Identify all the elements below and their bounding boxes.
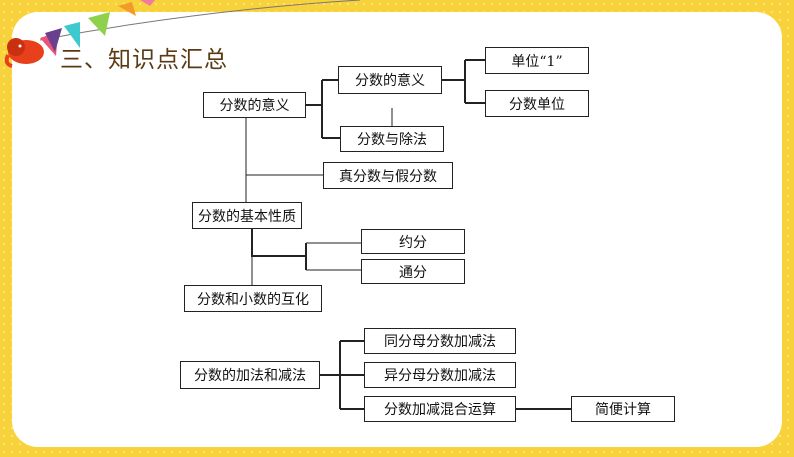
node-basic-property: 分数的基本性质	[192, 202, 302, 229]
node-diff-denominator: 异分母分数加减法	[364, 362, 516, 388]
section-title: 三、知识点汇总	[60, 47, 228, 73]
node-common-denominator: 通分	[361, 259, 465, 284]
node-meaning-sub: 分数的意义	[338, 66, 442, 94]
node-proper-improper: 真分数与假分数	[323, 162, 453, 189]
node-fraction-unit: 分数单位	[485, 90, 589, 117]
node-unit-one: 单位“1”	[485, 47, 589, 74]
node-reduce: 约分	[361, 229, 465, 254]
node-meaning-main: 分数的意义	[203, 92, 306, 118]
node-division: 分数与除法	[340, 126, 444, 152]
node-fraction-decimal: 分数和小数的互化	[184, 285, 322, 312]
node-add-subtract: 分数的加法和减法	[180, 361, 320, 389]
node-same-denominator: 同分母分数加减法	[364, 328, 516, 354]
node-simplified-calc: 简便计算	[571, 396, 675, 422]
node-mixed-ops: 分数加减混合运算	[364, 396, 516, 422]
